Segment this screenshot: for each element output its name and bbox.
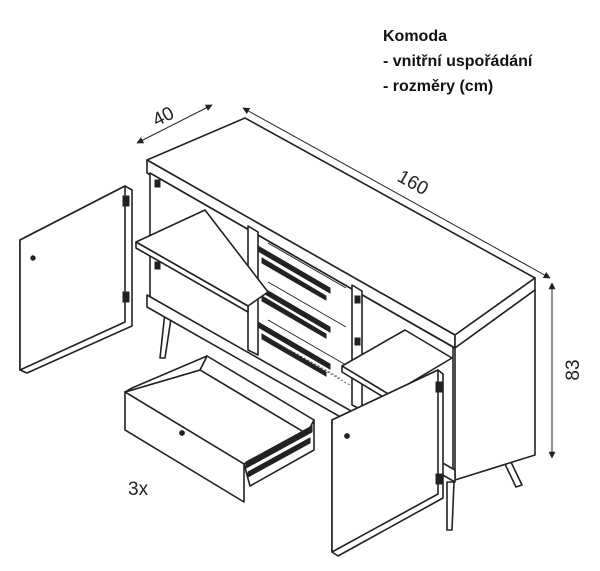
divider-right xyxy=(351,284,363,411)
right-side-panel xyxy=(454,289,536,481)
dimension-height-label: 83 xyxy=(563,359,584,380)
dimension-depth-label: 40 xyxy=(149,103,177,131)
drawer xyxy=(124,355,315,503)
cabinet-hinges xyxy=(154,179,361,346)
left-shelf xyxy=(135,209,269,313)
right-door-hinge-top xyxy=(435,381,443,393)
legend-line-interior: - vnitřní uspořádání xyxy=(383,53,533,70)
drawer-runners xyxy=(257,242,347,377)
right-shelf xyxy=(341,329,453,402)
sideboard-legs xyxy=(159,311,523,531)
right-door-hinge-bottom xyxy=(435,473,443,485)
dimension-height: 83 xyxy=(548,282,584,459)
right-door xyxy=(331,369,444,557)
drawer-front xyxy=(124,391,245,503)
drawer-knob xyxy=(179,430,185,436)
legend: Komoda - vnitřní uspořádání - rozměry (c… xyxy=(383,24,532,99)
right-door-knob xyxy=(344,433,350,439)
left-door-knob xyxy=(30,255,36,261)
legend-line-dimensions: - rozměry (cm) xyxy=(383,78,494,95)
left-door xyxy=(19,185,133,374)
left-door-hinge-bottom xyxy=(122,291,130,303)
drawer-count-label: 3x xyxy=(128,479,149,500)
legend-title: Komoda xyxy=(383,28,447,45)
left-door-hinge-top xyxy=(122,195,130,207)
